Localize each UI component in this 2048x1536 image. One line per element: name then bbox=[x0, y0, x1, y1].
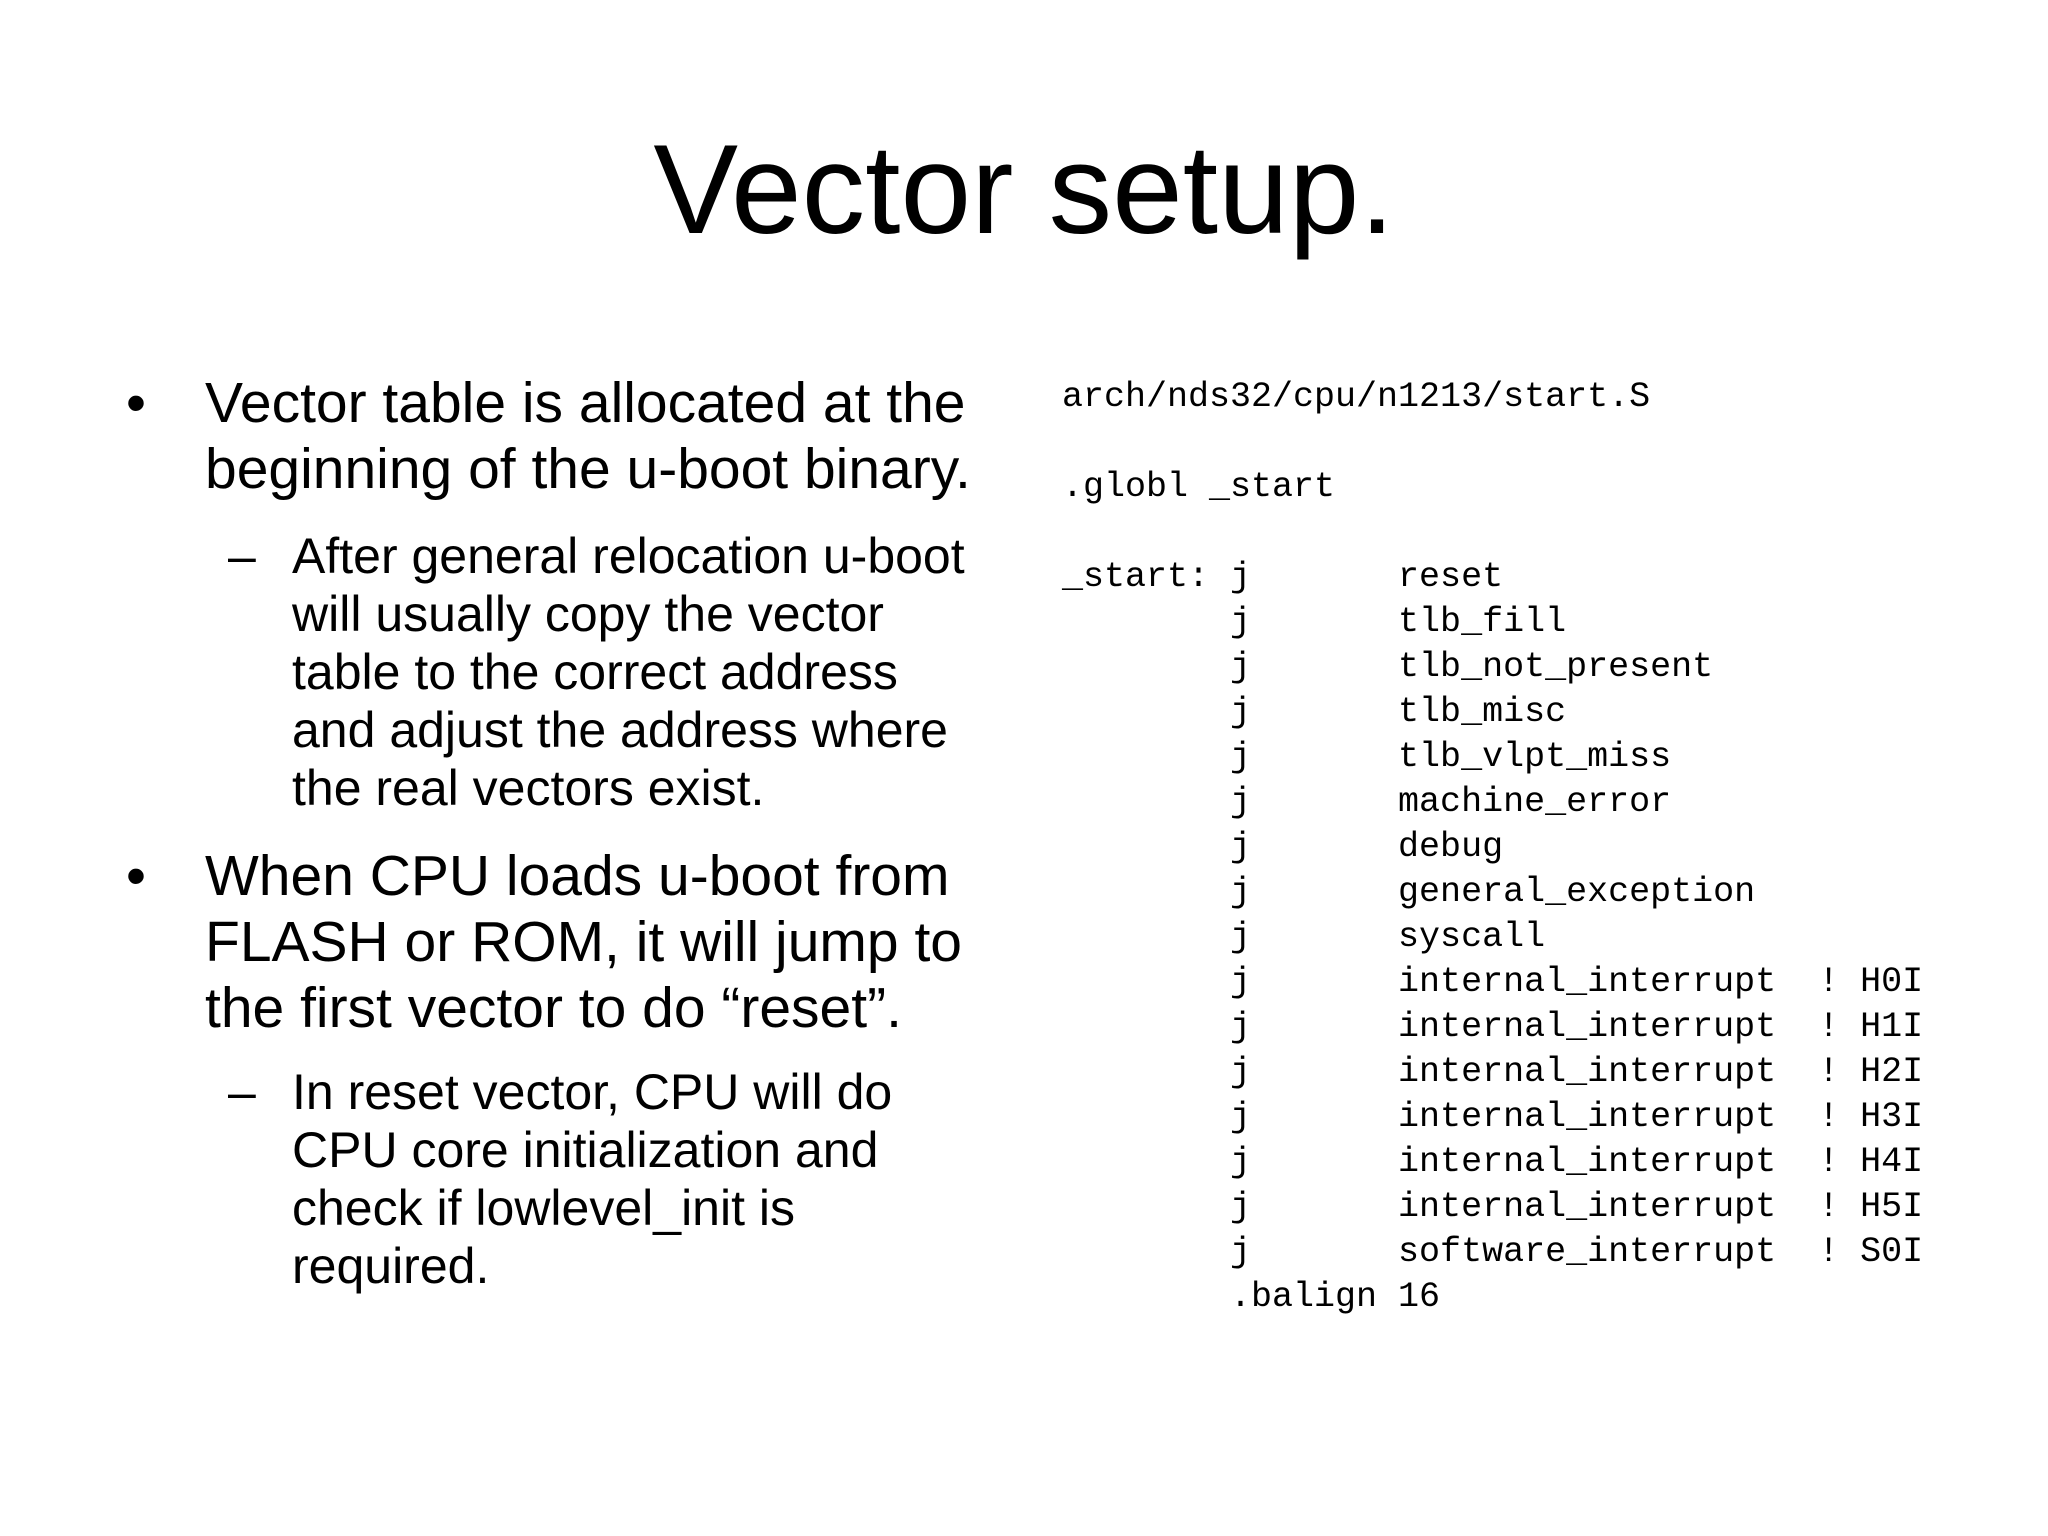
text-line: beginning of the u-boot binary. bbox=[205, 437, 971, 501]
text-line: the first vector to do “reset”. bbox=[205, 976, 902, 1040]
code-line: j software_interrupt ! S0I bbox=[1062, 1232, 1924, 1272]
code-line: j tlb_misc bbox=[1062, 692, 1567, 732]
text-line: check if lowlevel_init is bbox=[292, 1180, 795, 1236]
bullet-dot-icon: • bbox=[126, 844, 146, 908]
code-line: j debug bbox=[1062, 827, 1504, 867]
text-line: After general relocation u-boot bbox=[292, 528, 965, 584]
code-line: j internal_interrupt ! H5I bbox=[1062, 1187, 1924, 1227]
code-line: j internal_interrupt ! H0I bbox=[1062, 962, 1924, 1002]
text-line: In reset vector, CPU will do bbox=[292, 1064, 893, 1120]
code-line: j machine_error bbox=[1062, 782, 1672, 822]
text-line: and adjust the address where bbox=[292, 702, 948, 758]
code-block: arch/nds32/cpu/n1213/start.S .globl _star… bbox=[1062, 375, 1923, 1320]
text-line: table to the correct address bbox=[292, 644, 898, 700]
text-line: FLASH or ROM, it will jump to bbox=[205, 910, 962, 974]
text-line: When CPU loads u-boot from bbox=[205, 844, 950, 908]
dash-marker-icon: – bbox=[228, 1064, 256, 1120]
text-line: Vector table is allocated at the bbox=[205, 371, 966, 435]
text-line: CPU core initialization and bbox=[292, 1122, 879, 1178]
slide-title: Vector setup. bbox=[653, 118, 1395, 260]
text-line: the real vectors exist. bbox=[292, 760, 765, 816]
code-line: j tlb_not_present bbox=[1062, 647, 1714, 687]
code-line: _start: j reset bbox=[1062, 557, 1504, 597]
text-line: will usually copy the vector bbox=[292, 586, 884, 642]
code-line: j internal_interrupt ! H1I bbox=[1062, 1007, 1924, 1047]
code-line: j internal_interrupt ! H4I bbox=[1062, 1142, 1924, 1182]
code-line: arch/nds32/cpu/n1213/start.S bbox=[1062, 377, 1651, 417]
text-line: required. bbox=[292, 1238, 490, 1294]
code-line: j internal_interrupt ! H2I bbox=[1062, 1052, 1924, 1092]
code-line: j general_exception bbox=[1062, 872, 1756, 912]
code-line: .balign 16 bbox=[1062, 1277, 1441, 1317]
code-line: j syscall bbox=[1062, 917, 1546, 957]
code-line bbox=[1062, 420, 1923, 465]
code-line bbox=[1062, 510, 1923, 555]
code-line: .globl _start bbox=[1062, 467, 1336, 507]
code-line: j internal_interrupt ! H3I bbox=[1062, 1097, 1924, 1137]
dash-marker-icon: – bbox=[228, 528, 256, 584]
code-line: j tlb_fill bbox=[1062, 602, 1567, 642]
bullet-dot-icon: • bbox=[126, 371, 146, 435]
code-line: j tlb_vlpt_miss bbox=[1062, 737, 1672, 777]
